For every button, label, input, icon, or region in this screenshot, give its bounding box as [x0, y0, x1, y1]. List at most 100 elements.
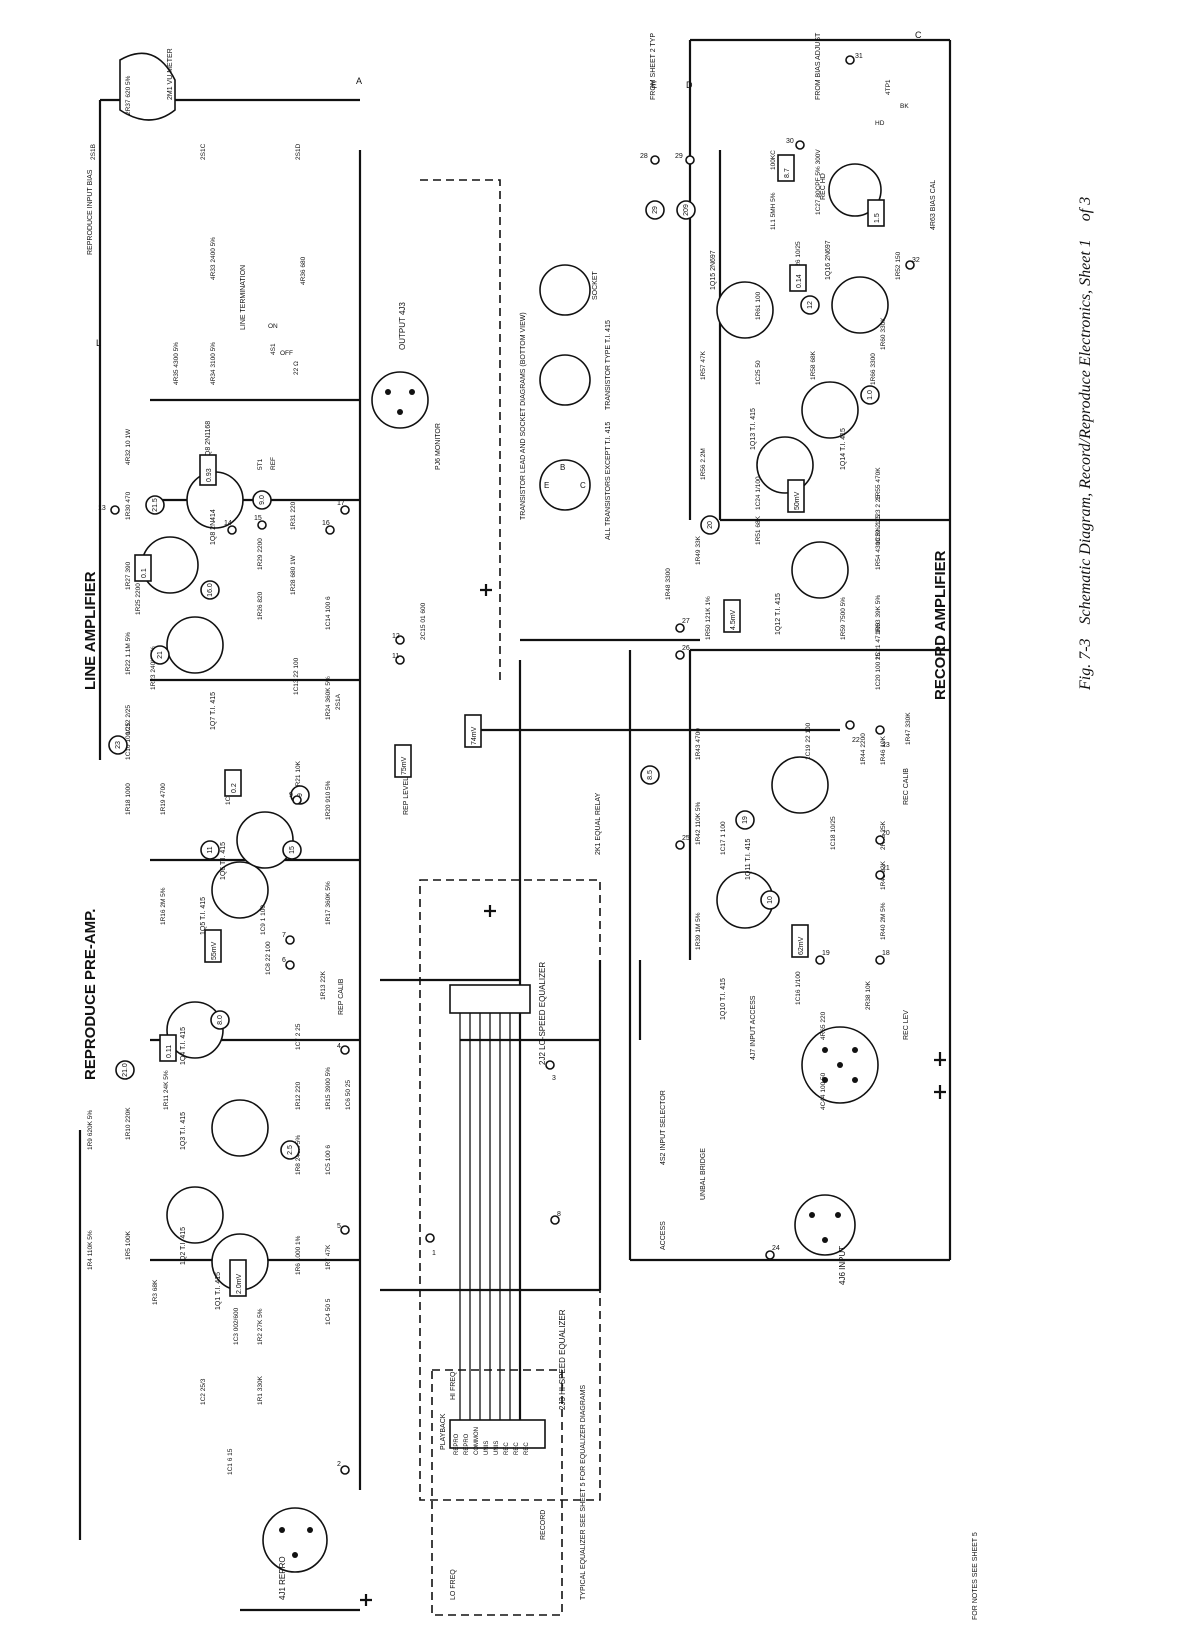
r23-label: 1R23 240K 5% — [150, 646, 157, 690]
c14-label: 1C14 100 6 — [325, 596, 332, 630]
r53-label: 1R53 39K 5% — [875, 595, 882, 635]
test-point-label: 23 — [115, 741, 122, 749]
terminal-label: 2 — [337, 1461, 341, 1468]
r27-label: 1R27 390 — [125, 561, 132, 590]
r18-label: 1R18 1000 — [125, 783, 132, 815]
level-text: 74mV — [471, 726, 478, 745]
terminal-label: 18 — [882, 950, 890, 957]
r50-label: 1R50 121K 1% — [705, 596, 712, 640]
r52-label: 1R52 150 — [895, 251, 902, 280]
eq-row-label: REC — [514, 1442, 520, 1455]
eq-row-label: COMMON — [474, 1427, 480, 1455]
r44-label: 1R44 2200 — [860, 733, 867, 765]
r21-pot-label: 2R21 10K — [295, 760, 302, 790]
s1-label: 4S1 — [270, 343, 277, 355]
terminal-30 — [795, 140, 805, 150]
q10-label: 1Q10 T.I. 415 — [720, 978, 727, 1020]
test-point-circle — [700, 515, 720, 535]
level-box — [723, 599, 741, 633]
input-jack-4j6 — [794, 1194, 856, 1256]
r49-label: 1R49 33K — [695, 535, 702, 565]
repro-pin — [292, 1552, 298, 1558]
c25-label: 1C25 50 — [755, 360, 762, 385]
terminal-21 — [875, 870, 885, 880]
terminal-label: 1 — [432, 1250, 436, 1257]
terminal-17 — [340, 505, 350, 515]
c23-label: 1C23 2 25 — [875, 495, 882, 525]
r5-label: 1R5 100K — [125, 1230, 132, 1260]
terminal-label: 31 — [855, 53, 863, 60]
level-box — [464, 714, 482, 748]
q5-label: 1Q5 T.I. 415 — [200, 897, 207, 935]
terminal-9 — [292, 795, 302, 805]
output-label: OUTPUT 4J3 — [398, 302, 407, 350]
level-box — [224, 769, 242, 797]
terminal-c: C — [915, 30, 922, 40]
monitor-label: PJ6 MONITOR — [435, 423, 442, 470]
terminal-2 — [340, 1465, 350, 1475]
level-text: 8.7 — [784, 168, 791, 178]
r40-label: 1R40 2M 5% — [880, 902, 887, 940]
typical-eq-record: RECORD — [540, 1510, 547, 1540]
r6-label: 1R6 1000 1% — [295, 1235, 302, 1275]
hd-label: HD — [875, 120, 885, 127]
test-point-circle — [200, 840, 220, 860]
test-point-circle — [145, 495, 165, 515]
test-point-label: 20 — [707, 521, 714, 529]
section-title-record-amp: RECORD AMPLIFIER — [932, 550, 949, 700]
terminal-label: 6 — [282, 957, 286, 964]
test-point-label: 29 — [652, 206, 659, 214]
output-pin — [397, 409, 403, 415]
level-text: 0.14 — [796, 274, 803, 288]
test-point-circle — [800, 295, 820, 315]
terminal-11 — [395, 655, 405, 665]
transistor-q5 — [211, 861, 269, 919]
terminal-label: 27 — [682, 618, 690, 625]
eq-row-label: REPRO — [454, 1433, 460, 1455]
transistor-q13 — [756, 436, 814, 494]
hi-speed-eq-strip — [449, 1419, 546, 1449]
s1d-label: 2S1D — [295, 143, 302, 160]
section-labels: REPRODUCE PRE-AMP. LINE AMPLIFIER RECORD… — [82, 197, 1094, 1620]
transistor-q7 — [166, 616, 224, 674]
test-point-label: 21 — [157, 651, 164, 659]
terminal-28 — [650, 155, 660, 165]
test-point-label: 21.5 — [152, 498, 159, 512]
c10-label: 1C10 100/25 — [125, 722, 132, 760]
access-pin — [822, 1077, 828, 1083]
c4-label: 1C4 50 5 — [325, 1298, 332, 1325]
r51-label: 1R51 68K — [755, 515, 762, 545]
level-box — [394, 744, 412, 778]
test-point-circle — [200, 580, 220, 600]
vu-meter-label: 2M1 VU METER — [167, 48, 174, 100]
test-point-circle — [645, 200, 665, 220]
eq-row-label: REC — [524, 1442, 530, 1455]
terminal-29 — [685, 155, 695, 165]
r16-label: 1R16 2M 5% — [160, 887, 167, 925]
level-box — [791, 924, 809, 958]
terminal-32 — [905, 260, 915, 270]
r17-label: 1R17 360K 5% — [325, 881, 332, 925]
c15-label: 2C15 01 600 — [420, 602, 427, 640]
repro-jack-label: 4J1 REPRO — [278, 1556, 287, 1600]
r9-label: 1R9 620K 5% — [87, 1110, 94, 1150]
c1-label: 1C1 6 15 — [227, 1448, 234, 1475]
r24-label: 1R24 360K 5% — [325, 676, 332, 720]
rec-level-label: REC LEV — [903, 1010, 910, 1040]
test-point-label: 209 — [683, 204, 690, 216]
test-point-label: 1.0 — [867, 390, 874, 400]
c19-label: 1C19 22 100 — [805, 722, 812, 760]
pin-e-label: E — [544, 481, 549, 490]
terminal-label: 24 — [772, 1245, 780, 1252]
r46-label: 1R46 10K — [880, 735, 887, 765]
q13-label: 1Q13 T.I. 415 — [750, 408, 757, 450]
r57-label: 1R57 47K — [700, 350, 707, 380]
test-point-label: 10 — [767, 896, 774, 904]
level-text: 55mV — [211, 941, 218, 960]
terminal-l: L — [96, 338, 101, 348]
terminal-label: 21 — [882, 865, 890, 872]
r35-label: 4R35 4300 5% — [173, 342, 180, 385]
r54-label: 1R54 4300 5% — [875, 527, 882, 570]
output-pin — [385, 389, 391, 395]
